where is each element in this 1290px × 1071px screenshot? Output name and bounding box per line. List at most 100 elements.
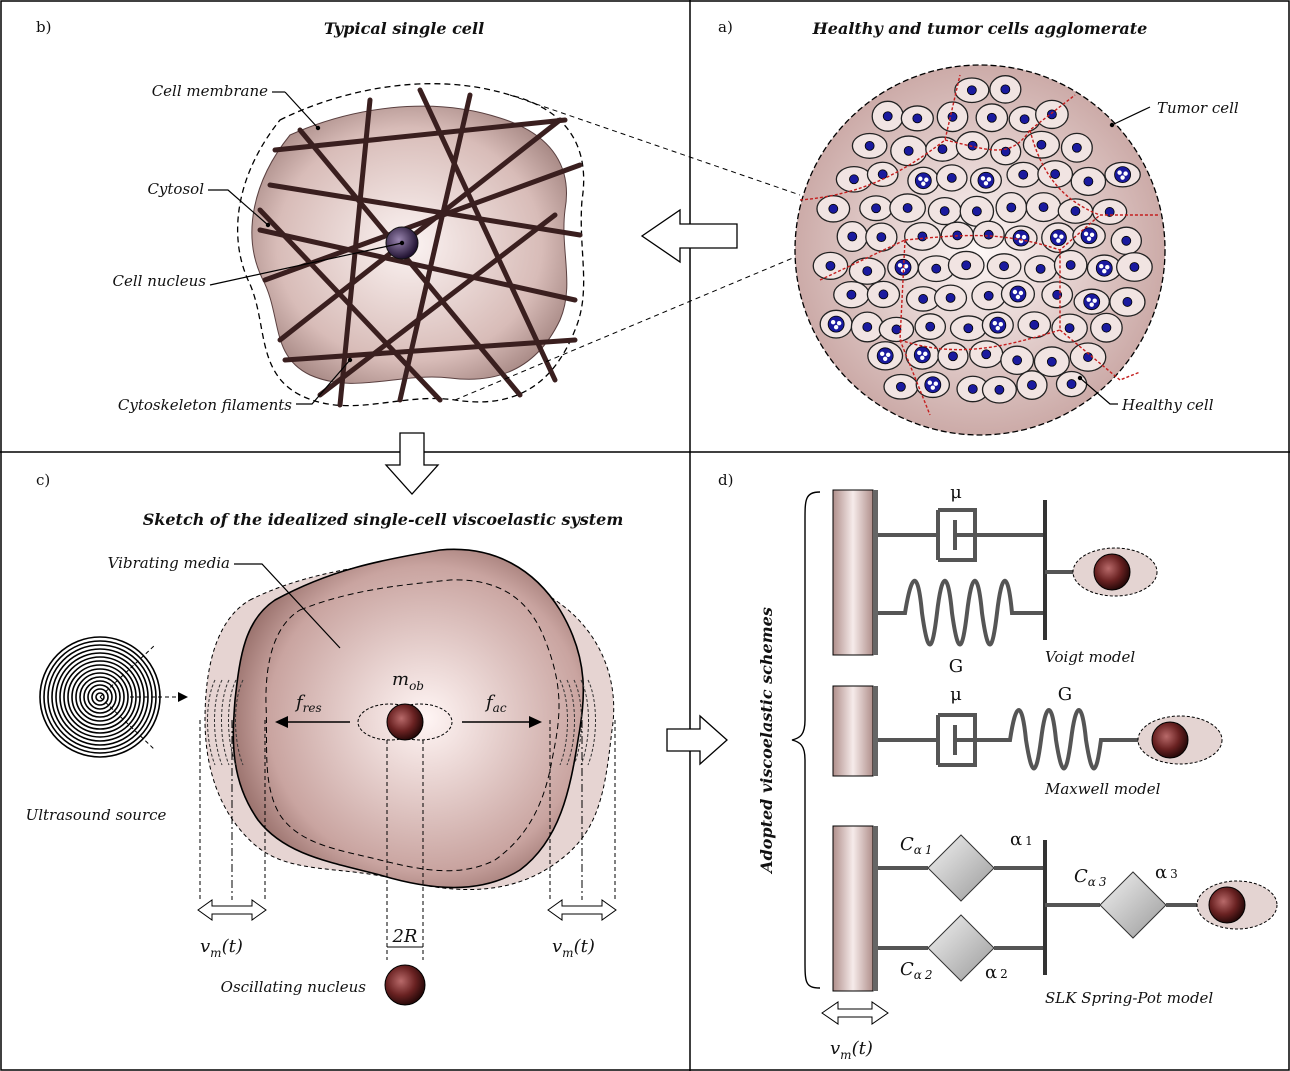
tumor-nucleolus <box>836 320 842 326</box>
healthy-nucleus <box>847 231 858 242</box>
tumor-nucleolus <box>830 319 836 325</box>
tumor-nucleolus <box>897 263 903 268</box>
tumor-nucleolus <box>1012 289 1018 295</box>
healthy-nucleus <box>1121 235 1132 246</box>
tumor-nucleolus <box>885 352 891 357</box>
healthy-nucleus <box>994 384 1005 395</box>
tumor-nucleolus <box>833 324 839 330</box>
us-ray-arrowhead <box>178 692 188 702</box>
tumor-nucleolus <box>921 181 926 186</box>
healthy-nucleus <box>948 351 958 362</box>
panel-b: b) Typical single cell Cell membrane Cyt… <box>36 18 801 414</box>
tumor-nucleolus <box>983 181 989 186</box>
healthy-nucleus <box>925 321 936 332</box>
us-ring <box>75 672 125 722</box>
left-vm-guides <box>199 720 266 900</box>
panel-a-letter: a) <box>718 18 733 36</box>
us-ring <box>79 676 121 718</box>
tumor-nucleolus <box>1089 302 1094 307</box>
tumor-nucleolus <box>1021 234 1027 240</box>
voigt-spring <box>878 578 1045 647</box>
healthy-nucleus <box>912 113 923 124</box>
label-cytosol: Cytosol <box>147 180 204 198</box>
healthy-nucleus <box>862 322 873 332</box>
healthy-nucleus <box>903 145 914 156</box>
label-cell-membrane: Cell membrane <box>152 82 268 100</box>
label-adopted-schemes: Adopted viscoelastic schemes <box>757 607 776 875</box>
tumor-nucleolus <box>1083 231 1089 236</box>
healthy-nucleus <box>1064 323 1075 334</box>
agglomerate-cells <box>812 75 1153 404</box>
us-ring <box>91 688 109 706</box>
tumor-nucleus <box>977 171 995 189</box>
tumor-nucleus <box>924 376 942 394</box>
us-ring <box>87 684 113 710</box>
leader-cytosol-dot <box>265 222 271 228</box>
healthy-nucleus <box>902 203 913 213</box>
nucleus-ghost-right <box>387 703 453 741</box>
ecm-boundaries <box>799 74 1160 416</box>
panel-d-letter: d) <box>718 471 733 489</box>
healthy-nucleus <box>862 266 873 276</box>
two-r-guides <box>386 740 424 960</box>
healthy-nucleus <box>871 203 881 214</box>
media-ghost-inner <box>265 579 560 872</box>
voigt-wall-edge <box>873 490 878 655</box>
tumor-nucleus <box>914 172 932 190</box>
slk-springpot-1 <box>927 834 995 902</box>
tumor-nucleolus <box>992 320 998 326</box>
healthy-nucleus <box>876 232 887 243</box>
tumor-nucleolus <box>1099 264 1104 269</box>
leader-nucleus-dot <box>399 240 405 246</box>
leader-filaments-dot <box>347 357 353 363</box>
healthy-nucleus <box>882 111 893 122</box>
label-2r: 2R <box>391 926 417 947</box>
label-cytoskeleton-filaments: Cytoskeleton filaments <box>118 396 292 414</box>
leader-tumor-dot <box>1109 122 1115 128</box>
healthy-nucleus <box>963 323 974 334</box>
tumor-nucleolus <box>903 264 909 269</box>
healthy-nucleus <box>1019 114 1030 125</box>
healthy-nucleus <box>1012 355 1023 366</box>
voigt-mu: μ <box>950 482 962 503</box>
tumor-nucleolus <box>980 176 986 181</box>
tumor-nucleolus <box>1015 294 1021 300</box>
arrow-b-to-c <box>384 432 440 495</box>
tumor-nucleus <box>1114 166 1131 184</box>
tumor-nucleolus <box>1086 297 1091 302</box>
slk-wall <box>832 825 874 992</box>
label-tumor-cell: Tumor cell <box>1157 99 1239 117</box>
healthy-nucleus <box>1029 319 1040 330</box>
maxwell-mu: μ <box>950 684 962 705</box>
leader-membrane-dot <box>315 125 321 131</box>
healthy-nucleus <box>828 203 839 214</box>
right-vm-double-arrow <box>547 899 617 921</box>
tumor-nucleus <box>913 346 931 364</box>
tumor-nucleolus <box>1089 232 1095 237</box>
healthy-nucleus <box>945 292 956 303</box>
tumor-nucleolus <box>917 350 922 356</box>
maxwell-wall-edge <box>873 686 878 776</box>
healthy-nucleus <box>891 324 902 335</box>
us-ring <box>63 660 137 734</box>
healthy-nucleus <box>999 261 1009 272</box>
tumor-nucleolus <box>1086 236 1092 241</box>
zoom-line-top <box>509 94 801 196</box>
maxwell-G: G <box>1058 684 1072 705</box>
voigt-model: μ G Voigt model <box>832 482 1158 677</box>
us-ring <box>71 668 129 726</box>
tumor-nucleolus <box>1018 290 1024 296</box>
healthy-nucleus <box>971 206 982 217</box>
panel-c: c) Sketch of the idealized single-cell v… <box>26 471 623 1006</box>
leader-healthy-dot <box>1077 375 1083 381</box>
healthy-nucleus <box>1129 262 1140 272</box>
tumor-nucleus <box>1080 227 1098 245</box>
tumor-nucleolus <box>1053 233 1058 238</box>
healthy-nucleus <box>931 263 942 274</box>
tumor-nucleus <box>1009 285 1027 303</box>
us-ring <box>83 680 117 714</box>
